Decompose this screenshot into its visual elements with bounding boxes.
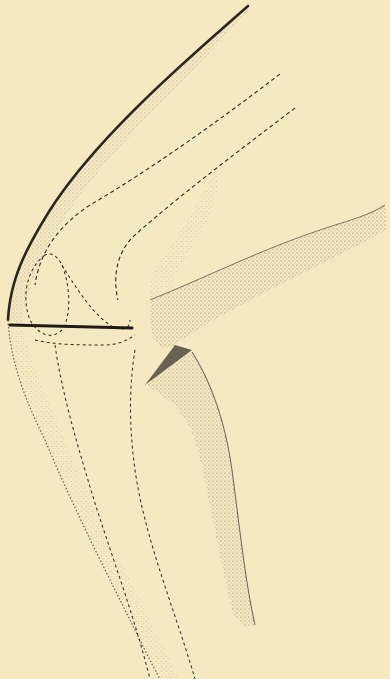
condyle-outline	[62, 265, 130, 329]
calf-shading	[145, 352, 255, 627]
front-thigh-contour	[8, 6, 248, 320]
tibia-outline-front	[55, 345, 150, 679]
tibia-plateau-outline	[35, 335, 135, 345]
joint-line	[10, 325, 132, 328]
front-shin-shading	[8, 320, 178, 679]
